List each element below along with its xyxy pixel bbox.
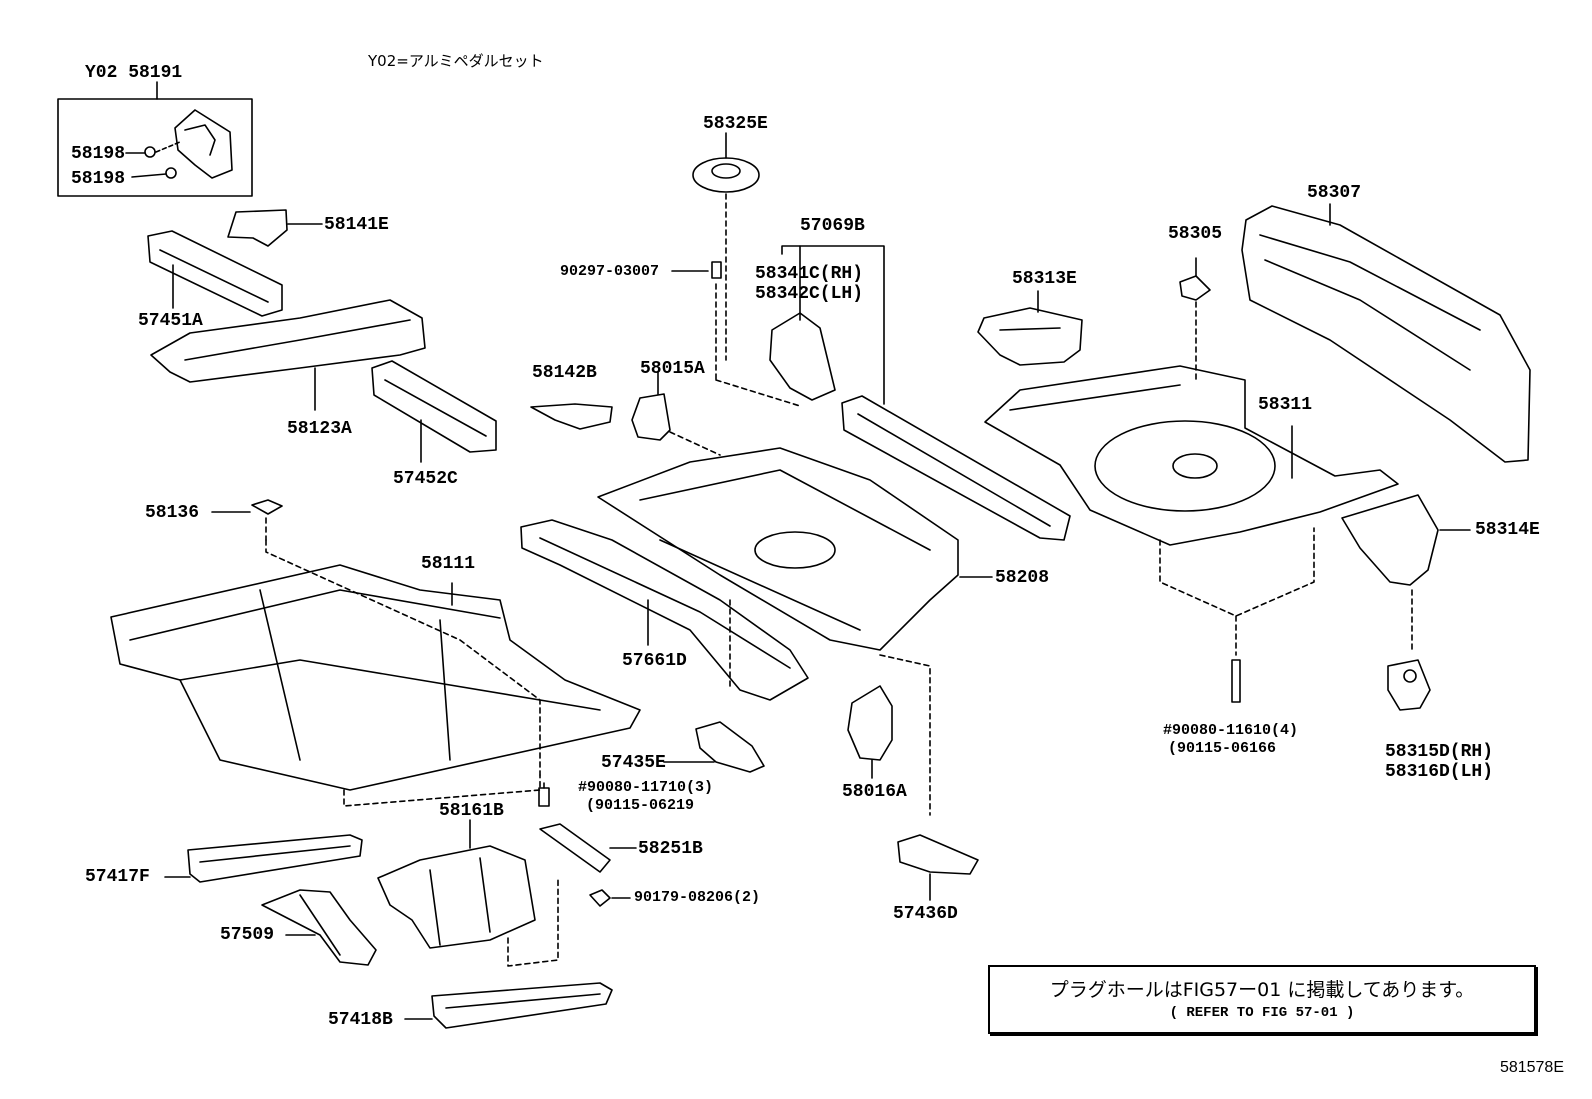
part-58307 bbox=[1242, 203, 1530, 462]
label-58142b: 58142B bbox=[532, 363, 597, 383]
set-group-label: Y02 58191 bbox=[85, 63, 183, 83]
set-note: Y02=アルミペダルセット bbox=[368, 52, 544, 70]
label-57435e: 57435E bbox=[601, 753, 666, 773]
label-58161b: 58161B bbox=[439, 801, 504, 821]
part-58315d bbox=[1388, 660, 1430, 710]
part-58314e bbox=[1342, 495, 1471, 651]
label-58198-b: 58198 bbox=[71, 169, 126, 189]
label-58123a: 58123A bbox=[287, 419, 352, 439]
part-57418b bbox=[404, 983, 612, 1028]
label-57069b: 57069B bbox=[800, 216, 865, 236]
part-58136 bbox=[211, 500, 282, 541]
label-90115-06166: (90115-06166 bbox=[1168, 740, 1277, 757]
part-90297-03007 bbox=[671, 261, 801, 407]
part-58016a bbox=[848, 686, 892, 779]
label-57661d: 57661D bbox=[622, 651, 687, 671]
reference-note-japanese: プラグホールはFIG57ー01 に掲載してあります。 bbox=[1049, 979, 1475, 1001]
label-57452c: 57452C bbox=[393, 469, 458, 489]
label-90080-11710: #90080-11710(3) bbox=[578, 779, 714, 796]
part-58311 bbox=[985, 366, 1398, 545]
part-57509 bbox=[262, 890, 376, 965]
part-58313e bbox=[978, 290, 1082, 365]
part-57436d bbox=[898, 835, 978, 901]
label-90080-11610: #90080-11610(4) bbox=[1163, 722, 1299, 739]
part-57451a bbox=[148, 231, 282, 316]
part-57452c bbox=[372, 361, 496, 463]
label-58325e: 58325E bbox=[703, 114, 768, 134]
label-58311: 58311 bbox=[1258, 395, 1313, 415]
label-58111: 58111 bbox=[421, 554, 476, 574]
part-58191-set bbox=[57, 81, 253, 197]
label-58313e: 58313E bbox=[1012, 269, 1077, 289]
label-58016a: 58016A bbox=[842, 782, 907, 802]
label-90297-03007: 90297-03007 bbox=[560, 263, 660, 280]
label-58314e: 58314E bbox=[1475, 520, 1540, 540]
label-90115-06219: (90115-06219 bbox=[586, 797, 695, 814]
part-58142b bbox=[531, 404, 612, 429]
label-58208: 58208 bbox=[995, 568, 1050, 588]
label-57436d: 57436D bbox=[893, 904, 958, 924]
part-58123a bbox=[151, 300, 425, 411]
part-58325e bbox=[692, 132, 760, 361]
label-57451a: 57451A bbox=[138, 311, 203, 331]
part-58015a bbox=[632, 371, 721, 456]
label-57417f: 57417F bbox=[85, 867, 150, 887]
part-58305 bbox=[1180, 257, 1210, 381]
bolt-90080-11610 bbox=[1231, 659, 1241, 703]
nut-90179-08206 bbox=[590, 890, 631, 906]
label-58198-a: 58198 bbox=[71, 144, 126, 164]
part-90080-11610 bbox=[1160, 528, 1314, 656]
part-57069b bbox=[770, 246, 1070, 540]
label-58141e: 58141E bbox=[324, 215, 389, 235]
part-57417f bbox=[164, 835, 362, 882]
label-57509: 57509 bbox=[220, 925, 275, 945]
reference-note-box: プラグホールはFIG57ー01 に掲載してあります。 ( REFER TO FI… bbox=[988, 965, 1536, 1034]
part-58141e bbox=[228, 210, 323, 246]
part-58161b bbox=[378, 819, 558, 966]
label-58015a: 58015A bbox=[640, 359, 705, 379]
label-58305: 58305 bbox=[1168, 224, 1223, 244]
label-90179-08206: 90179-08206(2) bbox=[634, 889, 761, 906]
part-58111 bbox=[111, 540, 640, 806]
label-58316d-lh: 58316D(LH) bbox=[1385, 762, 1494, 782]
label-58251b: 58251B bbox=[638, 839, 703, 859]
label-58307: 58307 bbox=[1307, 183, 1362, 203]
reference-note-english: ( REFER TO FIG 57-01 ) bbox=[1169, 1005, 1355, 1021]
bolt-90080-11710 bbox=[538, 782, 550, 807]
label-58342c-lh: 58342C(LH) bbox=[755, 284, 864, 304]
label-58315d-rh: 58315D(RH) bbox=[1385, 742, 1494, 762]
label-57418b: 57418B bbox=[328, 1010, 393, 1030]
part-57435e bbox=[663, 722, 764, 772]
part-57661d bbox=[521, 520, 808, 700]
figure-code: 581578E bbox=[1499, 1059, 1564, 1076]
label-58136: 58136 bbox=[145, 503, 200, 523]
label-58341c-rh: 58341C(RH) bbox=[755, 264, 864, 284]
part-58208 bbox=[598, 448, 993, 815]
part-58251b bbox=[540, 824, 637, 872]
